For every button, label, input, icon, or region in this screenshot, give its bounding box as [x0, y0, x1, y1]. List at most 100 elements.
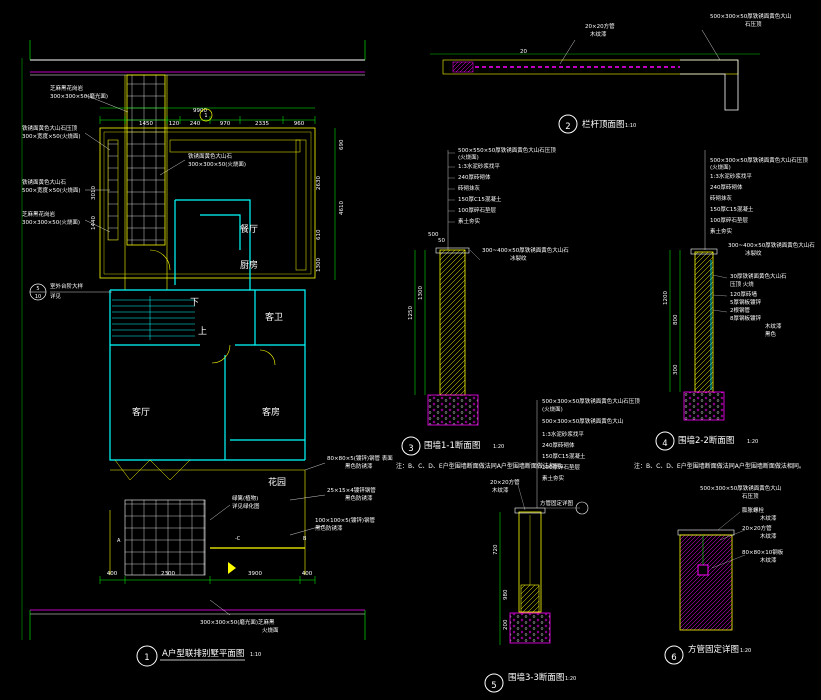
v4-layer-7: 100厚碎石垫层: [710, 216, 748, 224]
v6-note-5: 20×20方管: [742, 524, 772, 532]
view-2-title: 栏杆顶面图: [582, 119, 625, 130]
v3-layer-3: 1:3水泥砂浆找平: [458, 162, 500, 170]
v5-layer-3: 500×300×50厚铁锈面黄色大山: [542, 417, 623, 425]
dim-left-1: 3010: [91, 186, 97, 200]
view-4-wall-section: 1200 800 300 500×300×50厚铁锈面黄色大山石压顶 (火烧面)…: [634, 150, 815, 470]
v3-layer-4: 240厚砖砌体: [458, 173, 491, 181]
note-right-2: 黑色防锈漆: [345, 462, 373, 470]
north-mark: 1: [204, 113, 207, 119]
v4-facing-note: 300~400×50厚铁锈面黄色大山石: [728, 241, 815, 249]
v3-layer-7: 100厚碎石垫层: [458, 206, 496, 214]
dim-bot-2: 2300: [161, 571, 175, 577]
v3-layer-1: 500×550×50厚铁锈面黄色大山石压顶: [458, 146, 556, 154]
v4-layer-8: 素土夯实: [710, 227, 733, 235]
v4-layer-5: 砖砌抹灰: [710, 194, 733, 202]
v6-note-8: 木纹漆: [760, 556, 777, 564]
v4-facing-note-2: 冰裂纹: [745, 249, 762, 257]
v5-layer-5: 240厚砖砌体: [542, 441, 575, 449]
v3-dim-3: 50: [438, 238, 445, 244]
v6-note-1: 500×300×50厚铁锈面黄色大山: [700, 484, 781, 492]
view-4-number: 4: [662, 439, 667, 449]
view-2-number: 2: [565, 122, 570, 132]
v5-layer-2: (火烧面): [542, 405, 563, 413]
v3-facing-note-2: 冰裂纹: [510, 254, 527, 262]
stair-up: 上: [198, 326, 207, 337]
view-4-title: 围墙2-2断面图: [678, 435, 734, 446]
v5-dim-3: 200: [503, 619, 509, 630]
overall-dim: 9900: [193, 108, 207, 114]
v3-footnote: 注：B、C、D、E户型围墙断面做法同A户型围墙断面做法相同。: [396, 462, 567, 470]
note-left-6: 500×宽度×50(火烧面): [22, 186, 81, 194]
v4-footnote: 注：B、C、D、E户型围墙断面做法同A户型围墙断面做法相同。: [634, 462, 805, 470]
v4-side-note-7: 木纹漆: [765, 322, 782, 330]
dim-top-4: 970: [220, 121, 231, 127]
v6-note-7: 80×80×10钢板: [742, 548, 784, 556]
v3-layer-5: 砖砌抹灰: [458, 184, 481, 192]
v6-note-6: 木纹漆: [760, 532, 777, 540]
mark-c: -C: [235, 536, 241, 542]
v4-layer-4: 240厚砖砌体: [710, 183, 743, 191]
v4-side-note-4: 5厚钢板镀锌: [730, 298, 761, 306]
dim-side-3: 4610: [339, 201, 345, 215]
dim-side-4: 610: [316, 229, 322, 240]
note-left-5: 铁锈面黄色大山石: [22, 178, 67, 186]
v5-layer-4: 1:3水泥砂浆找平: [542, 430, 584, 438]
view-2-scale: 1:10: [625, 123, 636, 129]
view-3-scale: 1:20: [493, 444, 504, 450]
view-6-scale: 1:20: [740, 648, 751, 654]
dim-top-5: 2335: [255, 121, 269, 127]
dim-side-5: 1300: [316, 258, 322, 272]
room-living: 客厅: [132, 406, 150, 418]
dim-top-3: 240: [190, 121, 201, 127]
dim-bot-3: 3900: [248, 571, 262, 577]
note-left-1: 芝麻黑花岗岩: [50, 84, 84, 92]
v5-dim-1: 720: [493, 544, 499, 555]
v4-dim-3: 300: [673, 364, 679, 375]
note-left-8: 300×300×50(火烧面): [22, 218, 80, 226]
note-left-2: 300×300×50(磨光面): [50, 92, 108, 100]
v2-note-1: 20×20方管: [585, 22, 615, 30]
view-2-railing-top: 20 20×20方管 木纹漆 500×300×50厚铁锈面黄色大山 石压顶 2 …: [430, 12, 791, 134]
v5-post-note: 方管固定详图: [540, 499, 574, 507]
view-3-number: 3: [408, 444, 413, 454]
dim-bot-4: 400: [302, 571, 313, 577]
v2-note-right-1: 500×300×50厚铁锈面黄色大山: [710, 12, 791, 20]
v4-side-note-6: 8厚钢板镀锌: [730, 314, 761, 322]
note-right-5: 100×100×5(镀锌)钢管: [315, 516, 376, 524]
v3-facing-note: 300~400×50厚铁锈面黄色大山石: [482, 246, 569, 254]
note-right-4: 黑色防锈漆: [345, 494, 373, 502]
v3-layer-8: 素土夯实: [458, 217, 481, 225]
v5-layer-1: 500×300×50厚铁锈面黄色大山石压顶: [542, 397, 640, 405]
dim-left-2: 1440: [91, 216, 97, 230]
view-4-scale: 1:20: [747, 439, 758, 445]
v4-side-note-8: 黑色: [765, 330, 777, 338]
view-6-pipe-detail: 500×300×50厚铁锈面黄色大山 石压顶 膨胀螺栓 木纹漆 20×20方管 …: [664, 484, 784, 665]
room-kitchen: 厨房: [240, 259, 258, 271]
note-right-1: 80×80×5(镀锌)钢管 表面: [327, 454, 393, 462]
dim-side-2: 2630: [316, 176, 322, 190]
v5-dim-2: 980: [503, 589, 509, 600]
dim-side-1: 690: [339, 139, 345, 150]
ref-bubble-sheet: 10: [35, 294, 41, 300]
v3-dim-4: 500: [428, 232, 439, 238]
mark-b: B: [303, 536, 307, 542]
view-6-title: 方管固定详图: [688, 644, 739, 655]
view-3-title: 围墙1-1断面图: [424, 440, 480, 451]
view-1-floor-plan: 9900 1450 120 240 970 2335 960: [21, 40, 393, 667]
v4-layer-3: 1:3水泥砂浆找平: [710, 172, 752, 180]
v4-dim-2: 800: [673, 314, 679, 325]
v2-dim: 20: [520, 49, 527, 55]
v4-layer-2: (火烧面): [710, 163, 731, 171]
room-garden: 花园: [268, 476, 286, 488]
note-right-6: 黑色防锈漆: [315, 524, 343, 532]
ref-note: 室外台阶大样: [50, 282, 84, 290]
stair-down: 下: [190, 298, 199, 308]
paving-note-2: 火烧面: [262, 626, 279, 634]
view-6-number: 6: [671, 653, 676, 663]
v4-side-note-3: 120厚砖墙: [730, 290, 757, 298]
v5-pipe-note-1: 20×20方管: [490, 478, 520, 486]
mark-a: A: [117, 538, 121, 544]
dim-top-1: 1450: [139, 121, 153, 127]
v4-dim-1: 1200: [663, 291, 669, 305]
